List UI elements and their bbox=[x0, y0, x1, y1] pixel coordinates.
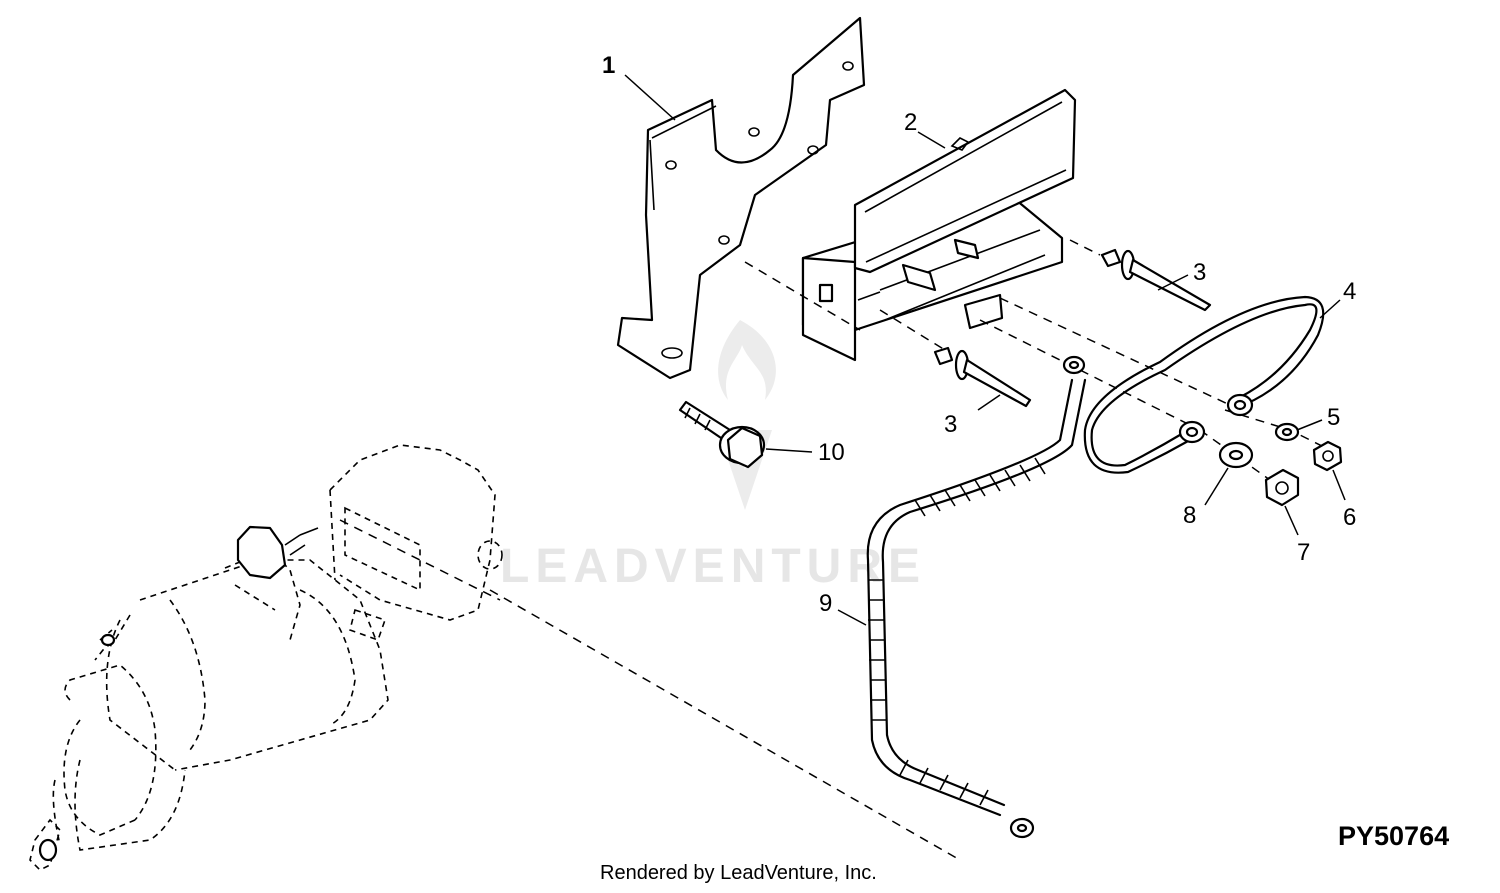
starter-motor bbox=[29, 444, 503, 871]
part-8-washer bbox=[1218, 441, 1254, 469]
leader-lines bbox=[624, 74, 1346, 626]
part-1-bracket bbox=[616, 16, 866, 380]
part-5-washer bbox=[1274, 422, 1300, 442]
part-9-cable bbox=[866, 355, 1087, 839]
part-6-nut bbox=[1312, 440, 1343, 472]
figure-id: PY50764 bbox=[1338, 821, 1449, 851]
callout-3-lower: 3 bbox=[944, 411, 957, 438]
part-7-nut bbox=[1264, 468, 1300, 507]
callouts: 1 2 3 3 4 5 6 7 8 9 10 bbox=[602, 52, 1356, 617]
part-10-bolt bbox=[678, 400, 766, 469]
callout-3-upper: 3 bbox=[1193, 259, 1206, 286]
credit-text: Rendered by LeadVenture, Inc. bbox=[600, 862, 877, 884]
callout-4: 4 bbox=[1343, 278, 1356, 305]
callout-7: 7 bbox=[1297, 539, 1310, 566]
part-3-rivet-upper bbox=[1100, 248, 1212, 312]
callout-5: 5 bbox=[1327, 404, 1340, 431]
callout-8: 8 bbox=[1183, 502, 1196, 529]
part-2-module bbox=[801, 88, 1077, 362]
watermark-text: LEADVENTURE bbox=[500, 540, 926, 593]
watermark-flame-icon bbox=[718, 320, 776, 400]
callout-1: 1 bbox=[602, 52, 615, 79]
callout-2: 2 bbox=[904, 109, 917, 136]
part-3-rivet-lower bbox=[933, 346, 1032, 408]
callout-6: 6 bbox=[1343, 504, 1356, 531]
watermark: LEADVENTURE bbox=[500, 320, 926, 593]
callout-10: 10 bbox=[818, 439, 845, 466]
callout-9: 9 bbox=[819, 590, 832, 617]
part-4-wire bbox=[1083, 295, 1325, 474]
